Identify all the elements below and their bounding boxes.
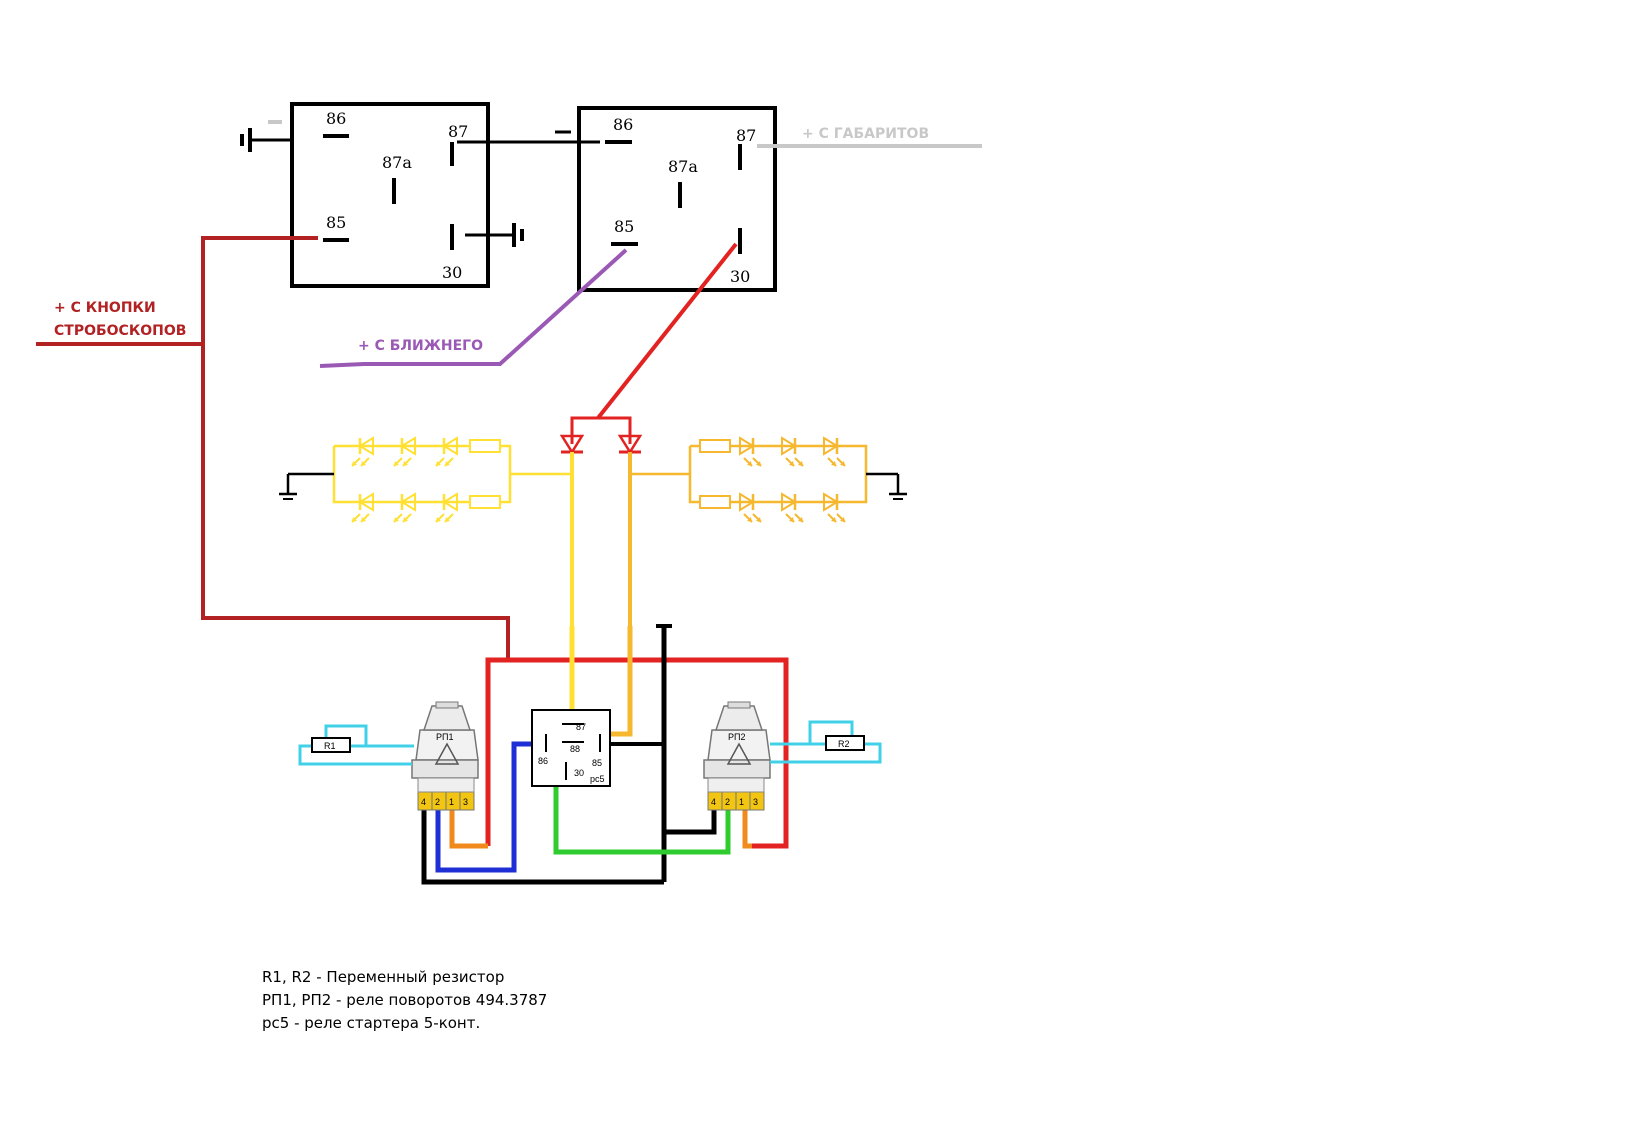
led-icon: [822, 492, 847, 524]
left-led-resistor-bottom: [469, 495, 501, 509]
right-led-resistor-top: [699, 439, 731, 453]
led-icon: [392, 436, 417, 468]
relay-1-pin-87a-label: 87a: [382, 153, 412, 172]
led-icon: [350, 436, 375, 468]
starter-relay-pin-30-label: 30: [574, 768, 584, 778]
power-loop-wire: [485, 657, 789, 849]
led-icon: [434, 436, 459, 468]
resistor-r2: R2: [770, 720, 882, 764]
resistor-r1: R1: [298, 724, 414, 766]
starter-relay-pin-87-label: 87: [576, 722, 586, 732]
led-icon: [780, 492, 805, 524]
flasher-2-orange-wire: [742, 808, 752, 849]
led-icon: [738, 492, 763, 524]
relay-2: 86 87 87a 85 30: [577, 106, 777, 292]
relay-2-pin-30-label: 30: [730, 267, 750, 286]
flasher-2-name: РП2: [728, 732, 745, 742]
relay-2-pin-87-label: 87: [736, 126, 756, 145]
relay-2-body: [577, 106, 777, 292]
legend-line: РП1, РП2 - реле поворотов 494.3787: [262, 991, 548, 1009]
left-led-ground-icon: [277, 492, 299, 501]
resistor-r1-label: R1: [324, 741, 336, 751]
flasher-2-pin-2: 2: [725, 797, 730, 807]
warning-triangle-icon: [434, 742, 460, 765]
parking-label: + С ГАБАРИТОВ: [802, 126, 929, 142]
relay-1-ground-30: [465, 223, 524, 247]
relay-1-pin-85-label: 85: [326, 213, 346, 232]
relay-1-pin-86-label: 86: [326, 109, 346, 128]
relay-2-pin-87a-label: 87a: [668, 157, 698, 176]
resistor-r2-label: R2: [838, 739, 850, 749]
legend-line: R1, R2 - Переменный резистор: [262, 968, 505, 986]
strobe-button-label-1: + С КНОПКИ: [54, 300, 156, 316]
right-led-resistor-bottom: [699, 495, 731, 509]
relay-2-pin-86-label: 86: [613, 115, 633, 134]
legend-line: рс5 - реле стартера 5-конт.: [262, 1014, 481, 1032]
strobe-button-label-2: СТРОБОСКОПОВ: [54, 323, 186, 339]
low-beam-wire: [319, 248, 628, 368]
left-led-block: [277, 436, 574, 660]
flasher-2-pin-4: 4: [711, 797, 716, 807]
right-led-block: [628, 436, 909, 626]
low-beam-label: + С БЛИЖНЕГО: [358, 338, 483, 354]
flasher-2-pin-1: 1: [739, 797, 744, 807]
starter-relay-pin-86-label: 86: [538, 756, 548, 766]
starter-relay-pin-85-label: 85: [592, 758, 602, 768]
right-led-ground-icon: [887, 492, 909, 501]
relay-1-ground-86: [240, 128, 290, 152]
flasher-1-name: РП1: [436, 732, 453, 742]
led-icon: [738, 436, 763, 468]
flasher-1-pin-3: 3: [463, 797, 468, 807]
strobe-button-wire: [201, 236, 510, 660]
flasher-1-pins: 4 2 1 3: [417, 777, 475, 811]
starter-relay-name: рс5: [590, 774, 605, 784]
flasher-1-orange-wire: [449, 808, 488, 849]
flasher-2-pin-3: 3: [753, 797, 758, 807]
feed-wire: [596, 242, 738, 420]
flasher-1-ground-wire: [421, 808, 664, 885]
warning-triangle-icon: [726, 742, 752, 765]
relay-1: 86 87 87a 85 30: [240, 102, 524, 288]
flasher-relay-1: РП1 4 2 1 3: [411, 701, 479, 811]
relay-1-pin-87-label: 87: [448, 122, 468, 141]
relay-2-pin-85-label: 85: [614, 217, 634, 236]
flasher-2-ground-wire: [664, 808, 717, 835]
led-icon: [822, 436, 847, 468]
led-icon: [434, 492, 459, 524]
diode-feed-wire: [570, 416, 632, 444]
blue-wire: [435, 741, 540, 873]
flasher-relay-2: РП2 4 2 1 3: [703, 701, 771, 811]
starter-relay-pin-88-label: 88: [570, 744, 580, 754]
flasher-1-pin-4: 4: [421, 797, 426, 807]
relay-1-body: [290, 102, 490, 288]
led-icon: [350, 492, 375, 524]
flasher-1-pin-1: 1: [449, 797, 454, 807]
starter-relay: 87 88 86 85 30 рс5: [531, 709, 611, 787]
led-icon: [780, 436, 805, 468]
flasher-1-pin-2: 2: [435, 797, 440, 807]
flasher-2-pins: 4 2 1 3: [707, 777, 765, 811]
legend: R1, R2 - Переменный резистор РП1, РП2 - …: [262, 966, 547, 1035]
left-led-resistor-top: [469, 439, 501, 453]
led-icon: [392, 492, 417, 524]
relay-1-pin-30-label: 30: [442, 263, 462, 282]
